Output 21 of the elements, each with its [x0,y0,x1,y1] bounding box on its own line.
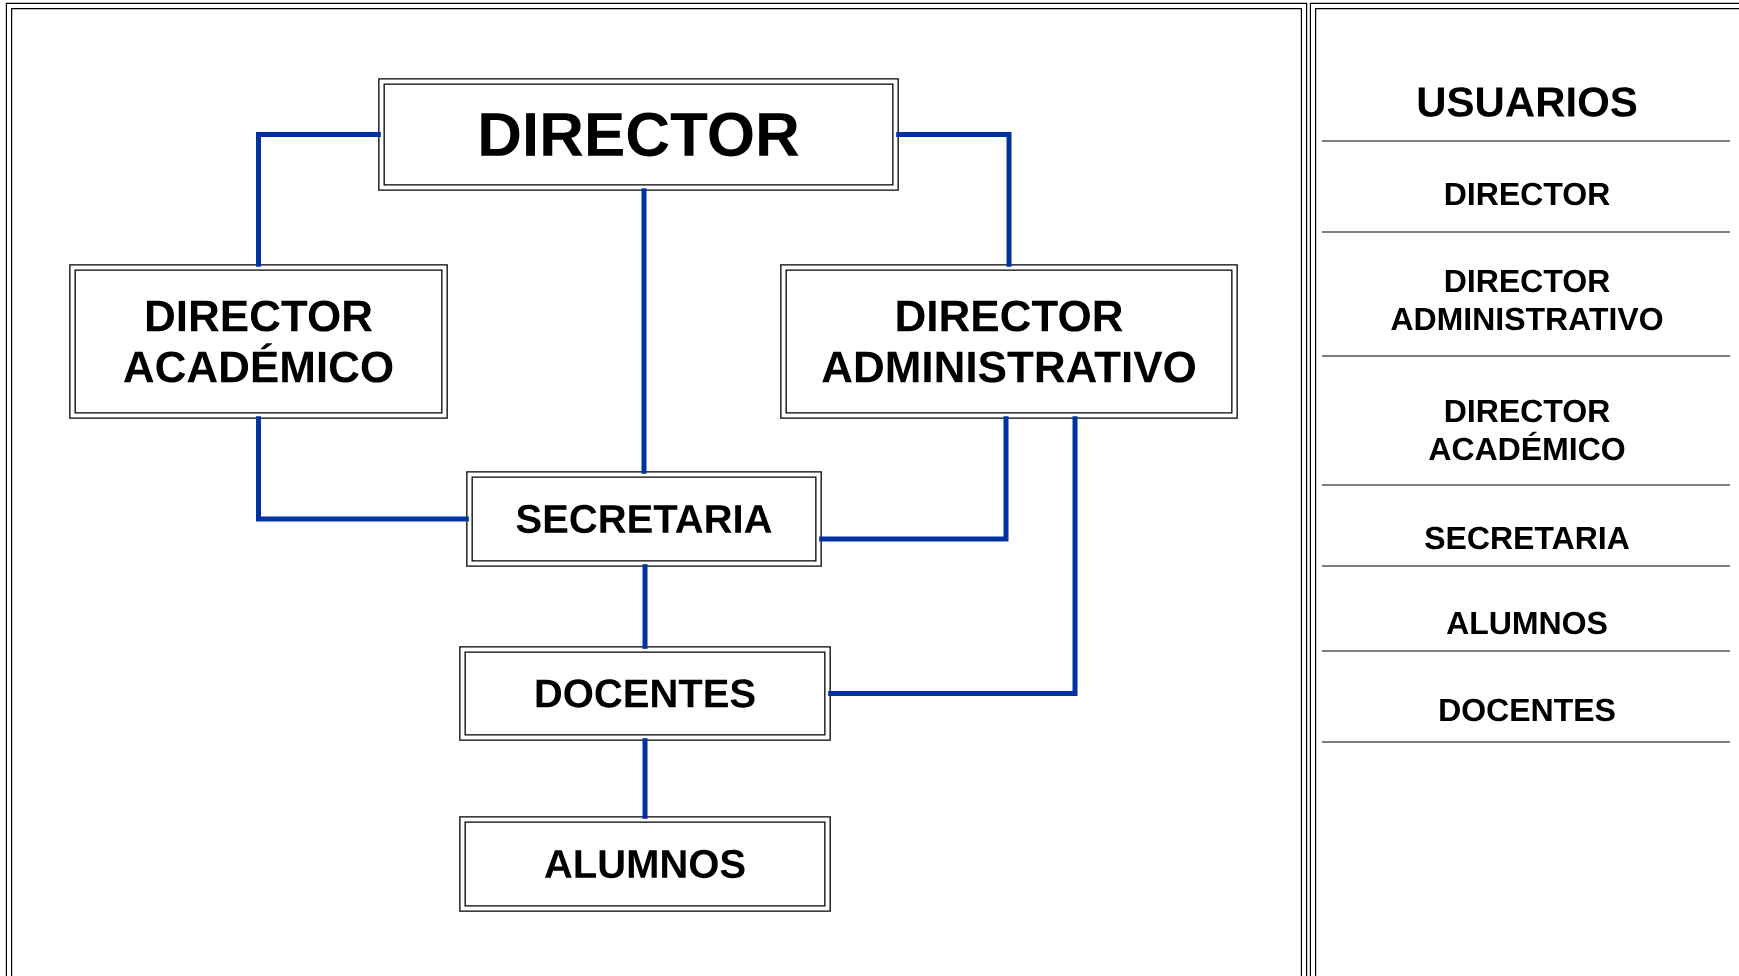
table-cell: DIRECTOR ADMINISTRATIVO [1391,269,1663,331]
table-header: USUARIOS [1418,87,1637,117]
org-box: SECRETARIA [466,471,822,567]
connector-line [642,738,648,819]
table-cell: SECRETARIA [1425,526,1629,550]
org-box: DIRECTOR ACADÉMICO [69,264,448,419]
table-cell: ALUMNOS [1446,611,1607,635]
connector-line [641,188,647,474]
connector-line [642,564,648,649]
table-cell: DOCENTES [1440,698,1615,722]
org-box: ALUMNOS [459,816,831,912]
org-box: DIRECTOR ADMINISTRATIVO [780,264,1238,419]
connector-line [256,132,381,267]
table-cell: DIRECTOR [1445,182,1610,206]
org-box: DIRECTOR [378,78,899,191]
connector-line [828,416,1078,696]
org-box: DOCENTES [459,646,831,741]
connector-line [256,416,469,522]
connector-line [896,132,1012,267]
connector-line [819,416,1009,542]
table-cell: DIRECTOR ACADÉMICO [1429,399,1625,461]
